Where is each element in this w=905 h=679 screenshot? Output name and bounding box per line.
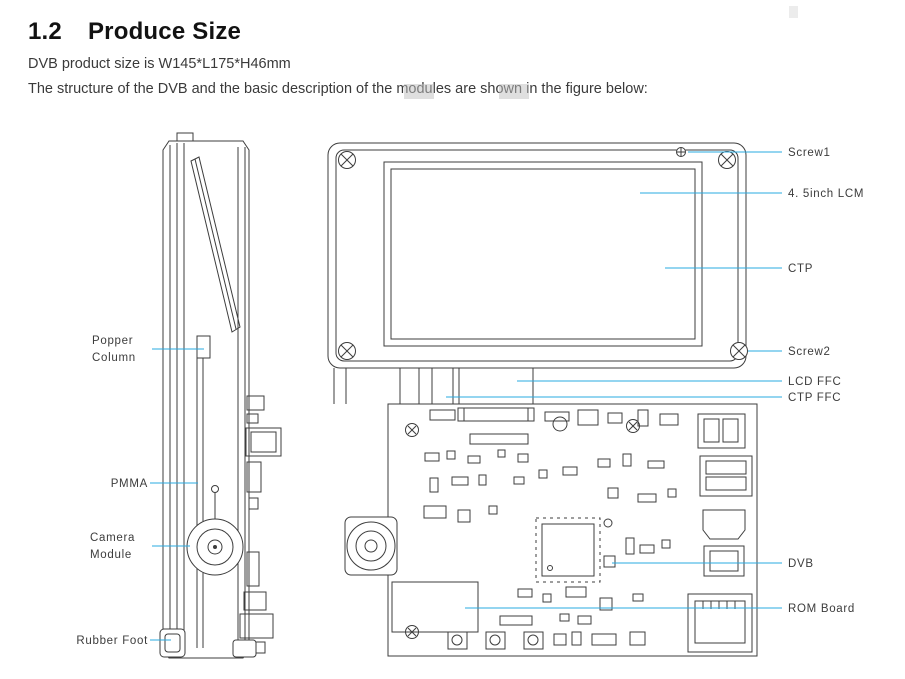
screw-icon <box>718 151 736 169</box>
side-view-drawing <box>159 132 282 659</box>
camera-lens-drawing <box>344 516 398 576</box>
callout-label-popper-column: Popper Column <box>92 335 136 364</box>
callout-label-lcd-ffc: LCD FFC <box>788 376 842 388</box>
side-port-drawings <box>687 413 753 653</box>
rubber-foot-drawing <box>159 628 257 658</box>
callout-label-ctp-ffc: CTP FFC <box>788 392 842 404</box>
pcb-drawing <box>344 403 758 657</box>
artifact-box <box>404 84 434 99</box>
callout-label-rubber-foot: Rubber Foot <box>76 635 148 647</box>
paragraph-product-size: DVB product size is W145*L175*H46mm <box>28 56 291 72</box>
section-heading: 1.2 Produce Size <box>28 18 241 46</box>
callout-label-lcm: 4. 5inch LCM <box>788 188 865 200</box>
screw-icon <box>405 423 419 437</box>
front-panel-drawing <box>327 142 748 369</box>
lcd-ffc-cable <box>458 367 534 405</box>
screw-icon <box>730 342 748 360</box>
bottom-buttons-drawing <box>447 613 646 650</box>
callout-label-screw2: Screw2 <box>788 346 831 358</box>
callout-label-dvb: DVB <box>788 558 814 570</box>
device-drawing <box>159 132 758 659</box>
usb-port-drawing <box>699 455 753 497</box>
ffc-cables-drawing <box>333 367 534 405</box>
ctp-ffc-cable <box>431 367 454 405</box>
leader-lines <box>150 151 782 641</box>
artifact-mark <box>789 6 798 18</box>
rom-board-drawing <box>391 581 479 633</box>
camera-module-drawing <box>186 485 244 576</box>
callout-label-ctp: CTP <box>788 263 814 275</box>
main-chip-drawing <box>535 517 601 583</box>
screw-icon <box>338 151 356 169</box>
section-title: Produce Size <box>87 18 242 45</box>
screw-icon <box>676 147 686 157</box>
callout-label-screw1: Screw1 <box>788 147 831 159</box>
screw-icon <box>338 342 356 360</box>
hdmi-port-drawing <box>702 509 746 540</box>
section-number: 1.2 <box>28 18 62 45</box>
callout-label-rom-board: ROM Board <box>788 603 856 615</box>
ethernet-port-drawing <box>687 593 753 653</box>
callout-label-camera-module: Camera Module <box>90 532 136 561</box>
artifact-box <box>499 84 529 99</box>
popper-column-drawing <box>196 335 211 359</box>
lcm-screen-area <box>383 161 703 347</box>
paragraph-structure-intro: The structure of the DVB and the basic d… <box>28 81 648 97</box>
callout-label-pmma: PMMA <box>110 478 148 490</box>
